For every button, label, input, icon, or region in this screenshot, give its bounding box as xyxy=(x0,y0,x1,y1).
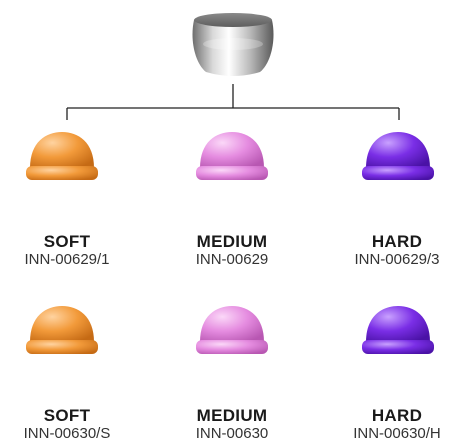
product-hardness: HARD xyxy=(371,232,423,251)
product-label: HARD INN-00629/3 xyxy=(322,232,465,269)
purple-cap-icon xyxy=(358,128,438,188)
product-label: SOFT INN-00630/S xyxy=(0,406,142,443)
product-code: INN-00630/S xyxy=(23,425,111,442)
product-hardness: SOFT xyxy=(43,406,91,425)
purple-cap-icon xyxy=(358,302,438,362)
product-code: INN-00630/H xyxy=(353,425,441,442)
product-hardness: MEDIUM xyxy=(196,406,268,425)
product-label: MEDIUM INN-00630 xyxy=(157,406,307,443)
product-code: INN-00630 xyxy=(195,425,269,442)
metal-cylinder-icon xyxy=(188,10,278,80)
product-hardness: HARD xyxy=(371,406,423,425)
pink-cap-icon xyxy=(192,128,272,188)
pink-cap-icon xyxy=(192,302,272,362)
product-code: INN-00629/1 xyxy=(24,251,110,268)
product-hardness: SOFT xyxy=(43,232,91,251)
product-code: INN-00629 xyxy=(195,251,269,268)
product-label: SOFT INN-00629/1 xyxy=(0,232,142,269)
orange-cap-icon xyxy=(22,302,102,362)
product-code: INN-00629/3 xyxy=(354,251,440,268)
orange-cap-icon xyxy=(22,128,102,188)
product-hardness: MEDIUM xyxy=(196,232,268,251)
product-label: MEDIUM INN-00629 xyxy=(157,232,307,269)
product-label: HARD INN-00630/H xyxy=(322,406,465,443)
